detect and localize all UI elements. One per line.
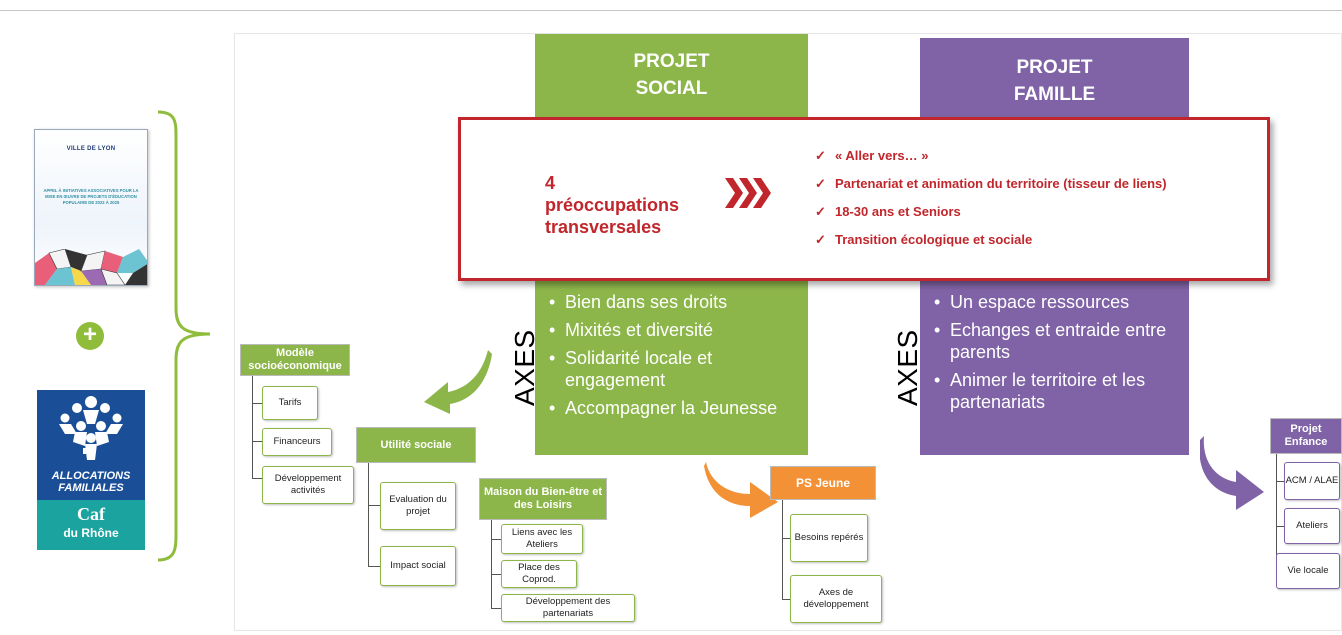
modele-header: Modèle socioéconomique [240,344,350,376]
brochure-text: APPEL À INITIATIVES ASSOCIATIVES POUR LA… [43,188,139,205]
tree-connector [491,608,501,609]
utilite-header: Utilité sociale [356,427,476,463]
preoccupation-item: ✓ « Aller vers… » [815,148,1167,176]
enfance-item-ateliers: Ateliers [1284,508,1340,544]
family-figures-icon [59,396,123,460]
tree-connector [1276,481,1284,482]
tree-connector [1276,454,1277,572]
preoccupations-title-line1: 4 [545,173,556,193]
projet-social-title-line2: SOCIAL [635,78,708,99]
preoccupation-item: ✓ 18-30 ans et Seniors [815,204,1167,232]
check-icon: ✓ [815,148,826,163]
axis-item: Un espace ressources [934,291,1184,313]
tree-connector [1276,526,1284,527]
tree-connector [491,574,501,575]
axis-item: Bien dans ses droits [549,291,804,313]
tree-connector [782,500,783,600]
green-curved-arrow [424,350,492,414]
preoccupations-box: 4 préoccupations transversales ✓ « Aller… [458,117,1270,281]
tree-connector [368,463,369,567]
projet-famille-axes-list: Un espace ressources Echanges et entraid… [934,291,1184,419]
ps-jeune-item-besoins: Besoins repérés [790,514,868,562]
projet-famille-title-line1: PROJET [1016,57,1093,78]
preoccupation-text: Transition écologique et sociale [835,232,1033,247]
axis-item: Mixités et diversité [549,319,804,341]
tree-connector [252,376,253,478]
caf-logo-bottom [37,500,145,550]
maison-item-place: Place des Coprod. [501,560,577,588]
purple-curved-arrow [1200,436,1264,510]
axis-item: Solidarité locale et engagement [549,347,804,391]
grouping-brace [157,110,211,562]
preoccupations-title-line3: transversales [545,217,662,237]
tree-connector [782,538,790,539]
caf-logo-top: ALLOCATIONS FAMILIALES [37,390,145,500]
check-icon: ✓ [815,204,826,219]
maison-item-liens: Liens avec les Ateliers [501,524,583,554]
projet-famille-axes-label: AXES [892,329,923,406]
preoccupation-text: 18-30 ans et Seniors [835,204,961,219]
caf-name: Caf [77,504,105,524]
utilite-item-evaluation: Evaluation du projet [380,482,456,530]
modele-item-developpement: Développement activités [262,466,354,504]
orange-curved-arrow [704,462,778,518]
ps-jeune-item-axes: Axes de développement [790,575,882,623]
caf-subtitle: du Rhône [63,526,119,540]
caf-logo: ALLOCATIONS FAMILIALES Caf du Rhône [37,390,145,550]
axis-item: Animer le territoire et les partenariats [934,369,1184,413]
tree-connector [368,566,380,567]
enfance-item-vie-locale: Vie locale [1276,553,1340,589]
tree-connector [252,478,262,479]
projet-social-title-line1: PROJET [633,51,710,72]
preoccupation-text: « Aller vers… » [835,148,929,163]
projet-famille-title-line2: FAMILLE [1013,84,1096,105]
modele-item-financeurs: Financeurs [262,428,332,456]
utilite-item-impact: Impact social [380,546,456,586]
preoccupation-item: ✓ Transition écologique et sociale [815,232,1167,260]
tree-connector [252,441,262,442]
caf-allocations-text: ALLOCATIONS FAMILIALES [37,470,145,494]
mosaic-illustration [35,249,147,285]
projet-social-axes-label: AXES [509,329,540,406]
axis-item: Echanges et entraide entre parents [934,319,1184,363]
enfance-header: Projet Enfance [1270,418,1342,454]
triple-chevron-icon [725,178,771,208]
axis-item: Accompagner la Jeunesse [549,397,804,419]
enfance-item-acm: ACM / ALAE [1284,462,1340,500]
tree-connector [491,539,501,540]
maison-item-developpement: Développement des partenariats [501,594,635,622]
top-divider [0,10,1342,11]
plus-icon: + [76,322,104,350]
check-icon: ✓ [815,232,826,247]
brochure-logo: VILLE DE LYON [66,146,116,152]
tree-connector [368,505,380,506]
maison-header: Maison du Bien-être et des Loisirs [479,478,607,520]
tree-connector [252,403,262,404]
caf-line2: FAMILIALES [58,482,124,494]
preoccupations-title: 4 préoccupations transversales [545,172,679,238]
modele-item-tarifs: Tarifs [262,386,318,420]
tree-connector [491,520,492,608]
ps-jeune-header: PS Jeune [770,466,876,500]
preoccupations-list: ✓ « Aller vers… » ✓ Partenariat et anima… [815,148,1167,260]
check-icon: ✓ [815,176,826,191]
preoccupation-item: ✓ Partenariat et animation du territoire… [815,176,1167,204]
projet-famille-title: PROJET FAMILLE [920,54,1189,108]
tree-connector [782,599,790,600]
caf-line1: ALLOCATIONS [51,470,131,482]
brochure-cover: VILLE DE LYON APPEL À INITIATIVES ASSOCI… [34,129,148,286]
projet-social-title: PROJET SOCIAL [535,48,808,102]
preoccupations-title-line2: préoccupations [545,195,680,215]
projet-social-axes-list: Bien dans ses droits Mixités et diversit… [549,291,804,425]
preoccupation-text: Partenariat et animation du territoire (… [835,176,1167,191]
